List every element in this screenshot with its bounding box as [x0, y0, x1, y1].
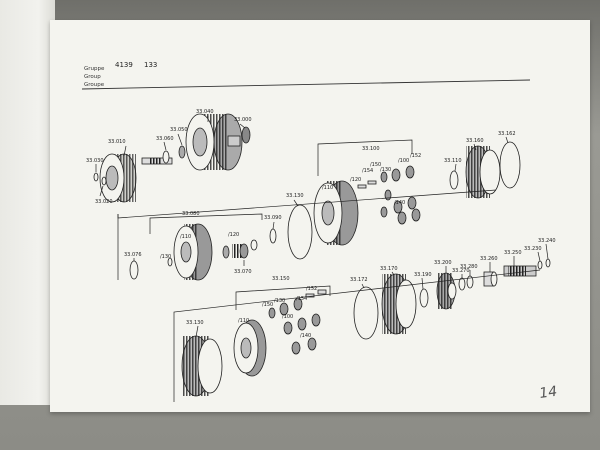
planet-pins-upper — [357, 165, 421, 225]
callout-label: /130 — [160, 254, 171, 260]
callout-label: 33.010 — [108, 139, 126, 145]
callout-label: 33.270 — [452, 268, 470, 274]
small-washer-2 — [101, 176, 107, 186]
callout-label: 33.200 — [434, 260, 452, 266]
callout-label: /150 — [370, 162, 381, 168]
callout-label: 33.070 — [234, 269, 252, 275]
snap-ring-33172 — [353, 286, 379, 340]
callout-label: /152 — [410, 153, 421, 159]
bushing-33260 — [483, 271, 498, 287]
ring-33050 — [178, 145, 186, 159]
ring-gear-33160 — [465, 145, 501, 199]
ring-33110 — [449, 170, 459, 190]
callout-label: 33.050 — [170, 127, 188, 133]
callout-label: /140 — [394, 200, 405, 206]
planet-gears-row3 — [268, 289, 327, 355]
ring-33060 — [162, 150, 170, 164]
callout-label: 33.130 — [186, 320, 204, 326]
page-number-handwritten: 14 — [538, 384, 558, 402]
carrier-33080 — [173, 223, 213, 281]
callout-label: 33.060 — [156, 136, 174, 142]
snap-ring-33130 — [287, 204, 313, 260]
callout-label: 33.090 — [264, 215, 282, 221]
callout-label: /154 — [296, 296, 307, 302]
header-label-groupe: Groupe — [84, 82, 105, 88]
group-header: Gruppe Group Groupe 4139 133 — [81, 61, 531, 90]
callout-label: 33.250 — [504, 250, 522, 256]
snap-ring-33162 — [499, 141, 521, 189]
callout-labels: 33.030 33.010 33.020 33.060 33.050 33.04… — [86, 109, 556, 339]
callout-label: 33.280 — [460, 264, 478, 270]
pins-row2 — [167, 239, 258, 267]
ring-33000 — [241, 126, 251, 144]
callout-label: 33.020 — [95, 199, 113, 205]
callout-label: 33.190 — [414, 272, 432, 278]
callout-label: 33.162 — [498, 131, 516, 137]
sun-gear-33200 — [436, 272, 457, 310]
callout-label: /154 — [362, 168, 373, 174]
callout-label: /150 — [262, 302, 273, 308]
callout-label: /130 — [274, 298, 285, 304]
callout-label: 33.230 — [524, 246, 542, 252]
callout-label: /152 — [306, 286, 317, 292]
callout-label: 33.040 — [196, 109, 214, 115]
callout-label: 33.110 — [444, 158, 462, 164]
callout-label: 33.240 — [538, 238, 556, 244]
row3-parts — [181, 258, 551, 397]
callout-label: /100 — [282, 314, 293, 320]
header-group-number: 4139 — [115, 61, 133, 69]
small-washer-1 — [93, 172, 99, 182]
carrier-33150 — [233, 319, 267, 377]
ring-33190 — [419, 288, 429, 308]
callout-label: 33.076 — [124, 252, 142, 258]
shaft-33250 — [503, 265, 537, 277]
header-label-group: Group — [84, 74, 101, 80]
header-rule — [81, 79, 531, 90]
row1-parts — [93, 113, 521, 260]
ring-gear-33170 — [381, 273, 417, 335]
header-group-subnumber: 133 — [144, 61, 157, 69]
callout-label: /120 — [228, 232, 239, 238]
clutch-drum-33040 — [185, 113, 243, 171]
leader-lines — [95, 116, 549, 402]
shaft-left — [141, 157, 173, 165]
row2-parts — [129, 223, 258, 281]
callout-label: 33.000 — [234, 117, 252, 123]
ring-33076 — [129, 260, 139, 280]
callout-label: 33.030 — [86, 158, 104, 164]
callout-label: 33.100 — [362, 146, 380, 152]
callout-label: 33.080 — [182, 211, 200, 217]
callout-label: 33.172 — [350, 277, 368, 283]
callout-label: 33.260 — [480, 256, 498, 262]
callout-label: 33.160 — [466, 138, 484, 144]
callout-label: /120 — [350, 177, 361, 183]
planet-carrier-33100 — [313, 180, 359, 246]
header-label-gruppe: Gruppe — [84, 66, 105, 72]
callout-label: /110 — [322, 185, 333, 191]
callout-label: 33.150 — [272, 276, 290, 282]
callout-label: 33.170 — [380, 266, 398, 272]
callout-label: /110 — [238, 318, 249, 324]
callout-label: 33.130 — [286, 193, 304, 199]
clutch-drum-left — [99, 153, 137, 203]
ring-gear-33130 — [181, 335, 223, 397]
ring-33090 — [269, 228, 277, 244]
callout-label: /110 — [180, 234, 191, 240]
left-page — [0, 0, 55, 405]
callout-label: /130 — [380, 167, 391, 173]
callout-label: /140 — [300, 333, 311, 339]
callout-label: /100 — [398, 158, 409, 164]
